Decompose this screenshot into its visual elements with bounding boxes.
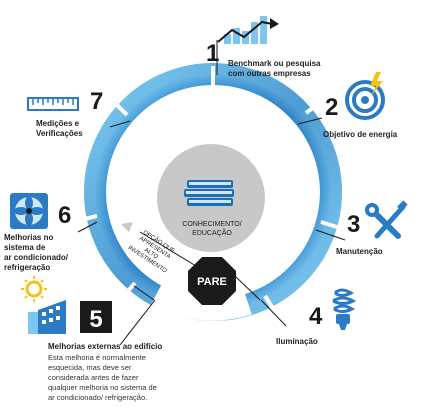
center-label-line1: CONHECIMENTO/ <box>182 221 241 228</box>
books-icon <box>184 180 234 206</box>
step-6-number: 6 <box>58 202 72 229</box>
step-7-label: Medições e Verificações <box>36 119 83 138</box>
step-5-number-box <box>80 301 112 333</box>
ring-separators <box>75 66 341 315</box>
leader-lines <box>77 40 346 346</box>
step-4-number: 4 <box>309 303 323 330</box>
step-5-number: 5 <box>89 306 102 333</box>
step-2-label: Objetivo de energia <box>323 130 398 139</box>
tools-icon <box>365 200 408 239</box>
step-5-label: Melhorias externas ao edifício <box>48 342 163 351</box>
step-1-label: Benchmark ou pesquisa com outras empresa… <box>228 59 321 78</box>
center-label-line2: EDUCAÇÃO <box>192 228 232 237</box>
back-arrow-icon <box>121 222 133 232</box>
step-3-number: 3 <box>347 211 361 238</box>
fan-icon <box>10 193 48 229</box>
stop-sign <box>188 257 236 305</box>
step-4-label: Iluminação <box>276 337 318 346</box>
step-1-number: 1 <box>206 40 220 67</box>
step-7-number: 7 <box>90 88 104 115</box>
building-sun-icon <box>21 276 66 334</box>
step-2-number: 2 <box>325 94 339 121</box>
step-5-note: Esta melhoria é normalmente esquecida, m… <box>48 353 157 402</box>
trend-chart-icon <box>217 16 279 44</box>
ruler-icon <box>27 97 79 111</box>
target-bolt-icon <box>345 72 385 120</box>
step-6-label: Melhorias no sistema de ar condicionado/… <box>4 233 69 272</box>
light-bulb-icon <box>332 288 357 330</box>
step-3-label: Manutenção <box>336 247 383 256</box>
stop-label: PARE <box>197 276 227 288</box>
